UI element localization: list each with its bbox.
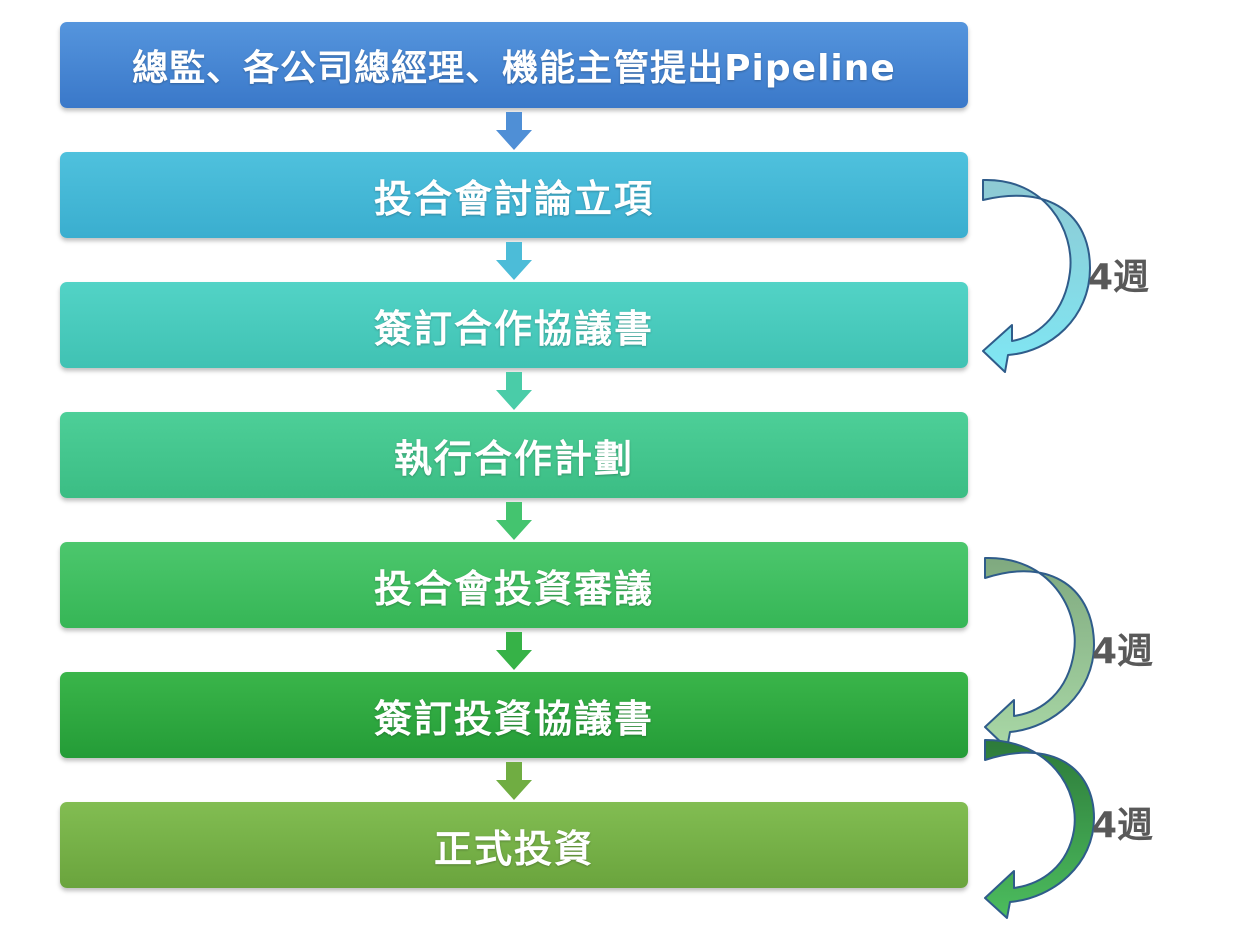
step-label: 執行合作計劃 xyxy=(393,436,634,481)
duration-label: 4週 xyxy=(1088,257,1150,298)
step-label: 簽訂投資協議書 xyxy=(373,696,654,741)
down-arrow-icon xyxy=(496,112,532,150)
step-propose-pipeline: 總監、各公司總經理、機能主管提出Pipeline xyxy=(60,22,968,108)
down-arrow-icon xyxy=(496,372,532,410)
curved-arrow-icon xyxy=(984,739,1095,919)
step-sign-cooperation-agreement: 簽訂合作協議書 xyxy=(60,282,968,368)
step-committee-project-approval: 投合會討論立項 xyxy=(60,152,968,238)
step-committee-investment-review: 投合會投資審議 xyxy=(60,542,968,628)
duration-label: 4週 xyxy=(1092,631,1154,672)
step-execute-cooperation-plan: 執行合作計劃 xyxy=(60,412,968,498)
down-arrow-icon xyxy=(496,632,532,670)
down-arrow-icon xyxy=(496,502,532,540)
down-arrow-icon xyxy=(496,762,532,800)
curved-arrow-icon xyxy=(982,178,1091,373)
step-label: 總監、各公司總經理、機能主管提出Pipeline xyxy=(132,48,896,89)
step-label: 投合會投資審議 xyxy=(373,566,654,611)
curved-arrow-icon xyxy=(984,556,1095,749)
step-label: 簽訂合作協議書 xyxy=(373,306,654,351)
step-formal-investment: 正式投資 xyxy=(60,802,968,888)
down-arrow-icon xyxy=(496,242,532,280)
step-sign-investment-agreement: 簽訂投資協議書 xyxy=(60,672,968,758)
step-label: 正式投資 xyxy=(433,826,594,871)
step-label: 投合會討論立項 xyxy=(373,176,654,221)
duration-label: 4週 xyxy=(1092,805,1154,846)
